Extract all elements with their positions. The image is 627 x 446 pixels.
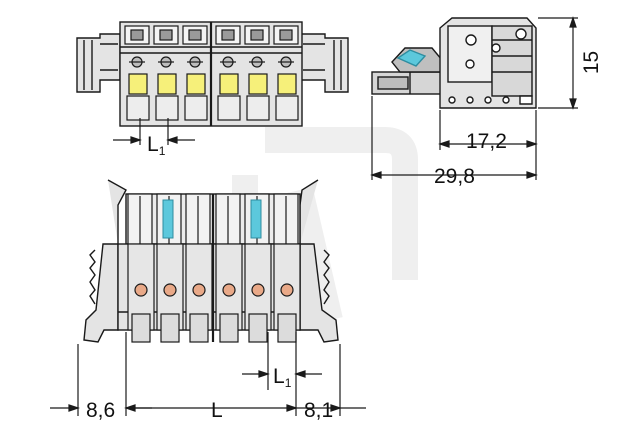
release-button (157, 73, 177, 95)
clamp-slot-inner (188, 29, 202, 41)
side-view (371, 17, 537, 109)
top-right-latch (299, 33, 349, 93)
front-left-arm (83, 179, 127, 343)
contact-dot (192, 283, 206, 297)
clamp-slot-inner (159, 29, 173, 41)
front-pole-4 (215, 193, 243, 343)
pole-foot (131, 313, 151, 343)
wire-entry (126, 95, 150, 121)
contact-dot (280, 283, 294, 297)
coding-marker (162, 199, 174, 239)
clamp-slot-inner (221, 29, 235, 41)
contact-dot (163, 283, 177, 297)
top-pole-2 (153, 25, 179, 121)
top-pole-5 (244, 25, 270, 121)
top-pitch-label: L1 (147, 133, 166, 158)
top-poles (124, 25, 299, 121)
front-pitch-label: L1 (273, 365, 292, 390)
side-marker (396, 49, 427, 67)
pole-foot (189, 313, 209, 343)
wire-entry (184, 95, 208, 121)
contact-dot (134, 283, 148, 297)
depth-mating-label: 17,2 (466, 130, 507, 153)
wire-entry (275, 95, 299, 121)
pole-foot (160, 313, 180, 343)
pole-foot (248, 313, 268, 343)
left-offset-label: 8,6 (86, 399, 116, 422)
contact-dot (251, 283, 265, 297)
wire-entry (246, 95, 270, 121)
release-button (128, 73, 148, 95)
clamp-slot-inner (279, 29, 293, 41)
top-pole-3 (182, 25, 208, 121)
release-button (186, 73, 206, 95)
front-dimensions (50, 332, 366, 416)
clamp-slot-inner (130, 29, 144, 41)
front-poles (127, 193, 301, 343)
side-dimensions (370, 16, 578, 180)
top-pole-1 (124, 25, 150, 121)
top-view (76, 21, 349, 127)
depth-total-label: 29,8 (434, 165, 475, 188)
front-pole-1 (127, 193, 155, 343)
top-pole-6 (273, 25, 299, 121)
clamp-slot-inner (250, 29, 264, 41)
pole-foot (277, 313, 297, 343)
length-label: L (211, 399, 223, 422)
release-button (219, 73, 239, 95)
height-label: 15 (580, 50, 604, 75)
coding-marker (250, 199, 262, 239)
wire-entry (217, 95, 241, 121)
wire-entry (155, 95, 179, 121)
contact-dot (222, 283, 236, 297)
pole-foot (219, 313, 239, 343)
front-pole-6 (273, 193, 301, 343)
top-pitch-dimension (113, 118, 195, 145)
front-pole-3 (185, 193, 213, 343)
release-button (277, 73, 297, 95)
right-offset-label: 8,1 (304, 399, 334, 422)
release-button (248, 73, 268, 95)
top-pole-4 (215, 25, 241, 121)
